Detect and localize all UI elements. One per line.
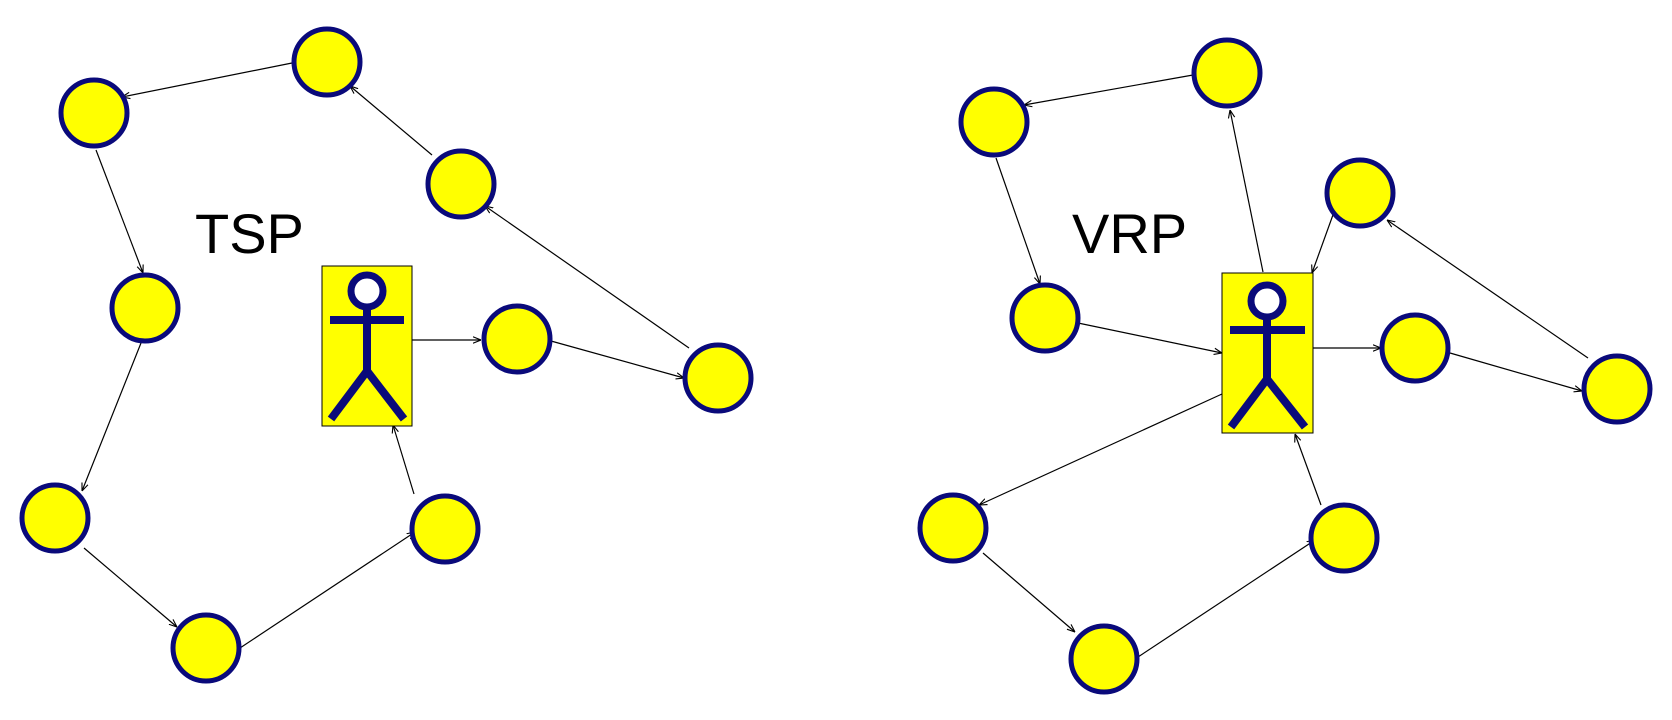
tsp-edge [239, 532, 415, 649]
vrp-edge [1077, 322, 1222, 353]
tsp-depot [321, 265, 413, 427]
vrp-node [1581, 353, 1653, 425]
tsp-nodes [19, 26, 754, 684]
vrp-edges [979, 74, 1589, 658]
tsp-node [19, 482, 91, 554]
tsp-node [170, 612, 242, 684]
vrp-edge [995, 157, 1040, 284]
tsp-edge [95, 149, 143, 273]
vrp-node [1324, 157, 1396, 229]
vrp-node [1191, 37, 1263, 109]
tsp-edge [83, 547, 177, 627]
vrp-edge [1387, 220, 1589, 359]
vrp-edge [1230, 110, 1264, 273]
tsp-edge [350, 86, 433, 156]
person-icon [327, 271, 408, 422]
vrp-node [1068, 623, 1140, 695]
tsp-diagram: TSP [19, 26, 754, 684]
tsp-node [425, 148, 497, 220]
vrp-edge [982, 552, 1075, 632]
vrp-edge [1449, 352, 1582, 391]
person-icon [1227, 281, 1309, 430]
vrp-node [917, 492, 989, 564]
tsp-edge [122, 62, 293, 97]
vrp-node [1308, 502, 1380, 574]
vrp-diagram: VRP [917, 37, 1653, 695]
tsp-node [291, 26, 363, 98]
vrp-edge [1024, 74, 1194, 105]
tsp-node [58, 77, 130, 149]
vrp-depot [1221, 272, 1314, 434]
tsp-node [109, 272, 181, 344]
tsp-label: TSP [195, 202, 304, 265]
vrp-node [958, 86, 1030, 158]
vrp-edge [1312, 211, 1335, 273]
tsp-edge [393, 425, 415, 495]
tsp-node [682, 342, 754, 414]
tsp-edges [82, 62, 690, 649]
vrp-node [1379, 312, 1451, 384]
vrp-node [1009, 282, 1081, 354]
vrp-edge [1295, 434, 1322, 506]
vrp-edge [979, 393, 1223, 505]
tsp-edge [485, 206, 690, 349]
tsp-edge [82, 342, 142, 491]
vrp-nodes [917, 37, 1653, 695]
vrp-edge [1137, 540, 1315, 658]
tsp-node [481, 303, 553, 375]
vrp-label: VRP [1072, 202, 1187, 265]
tsp-node [409, 493, 481, 565]
tsp-edge [550, 340, 684, 378]
